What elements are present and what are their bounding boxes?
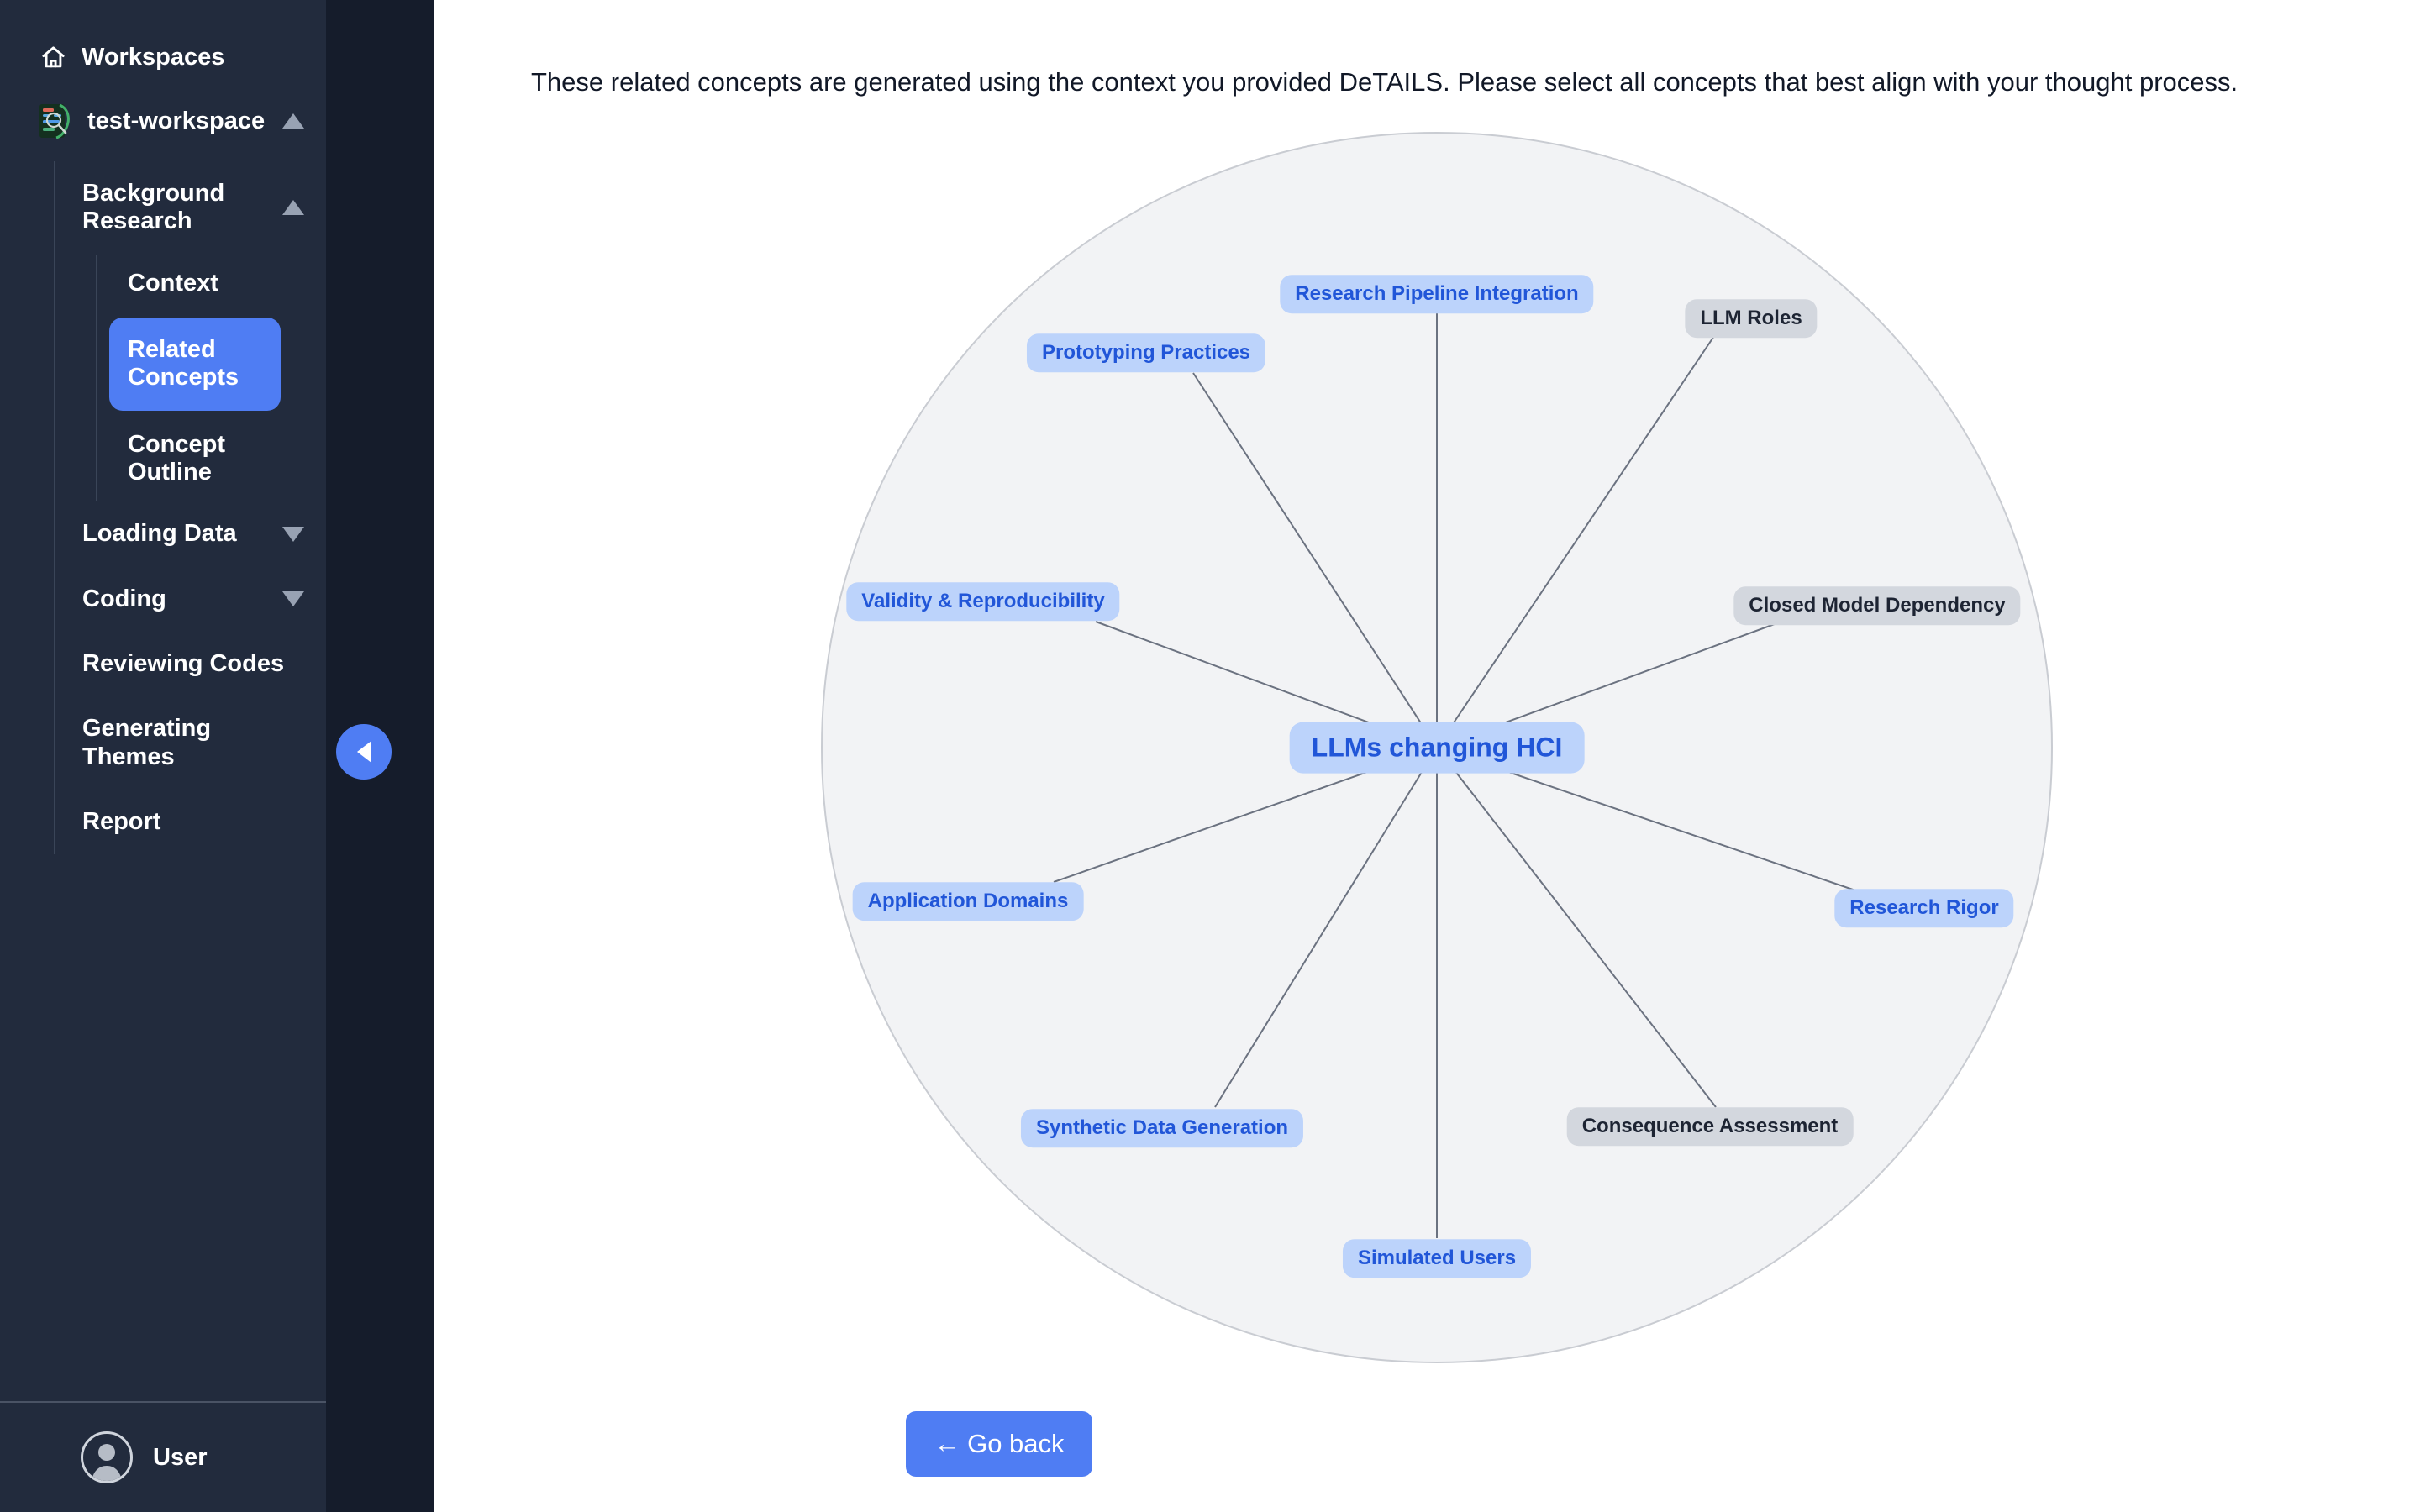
sidebar-item-context[interactable]: Context <box>97 255 326 312</box>
concept-edge <box>1214 747 1438 1108</box>
concept-node-center[interactable]: LLMs changing HCI <box>1289 722 1585 774</box>
concept-node[interactable]: Consequence Assessment <box>1566 1107 1854 1146</box>
concept-node[interactable]: Research Pipeline Integration <box>1280 275 1594 313</box>
sidebar-workspaces-label: Workspaces <box>82 43 225 71</box>
user-name-label: User <box>153 1443 208 1471</box>
sidebar-section-coding[interactable]: Coding <box>55 567 326 632</box>
concept-node[interactable]: Research Rigor <box>1834 889 2014 927</box>
sidebar-item-workspaces[interactable]: Workspaces <box>0 34 326 81</box>
concept-node[interactable]: Simulated Users <box>1342 1239 1532 1278</box>
sidebar-subitems-background-research: Context Related Concepts Concept Outline <box>96 254 326 502</box>
sidebar-item-label: Context <box>128 269 218 297</box>
workspace-name: test-workspace <box>87 107 266 134</box>
sidebar-nav-list: Workspaces <box>0 0 326 1401</box>
sidebar-workspace-row[interactable]: test-workspace <box>0 81 326 161</box>
concept-edge <box>1436 335 1715 748</box>
caret-up-icon[interactable] <box>282 200 304 216</box>
user-profile-row[interactable]: User <box>0 1431 326 1483</box>
main-content: These related concepts are generated usi… <box>434 0 2420 1512</box>
sidebar-item-label: Concept Outline <box>128 430 225 486</box>
sidebar-section-label: Loading Data <box>82 520 237 548</box>
concept-edge <box>1436 747 1717 1108</box>
sidebar-section-generating-themes[interactable]: Generating Themes <box>55 696 326 790</box>
caret-down-icon[interactable] <box>282 527 304 543</box>
go-back-button[interactable]: ← Go back <box>906 1411 1092 1477</box>
sidebar-section-label: Coding <box>82 585 166 612</box>
sidebar-section-label: Background Research <box>82 180 225 235</box>
concept-edge <box>1192 372 1438 748</box>
concept-node[interactable]: Validity & Reproducibility <box>846 582 1120 621</box>
sidebar-section-report[interactable]: Report <box>55 790 326 854</box>
concept-node[interactable]: LLM Roles <box>1685 299 1818 338</box>
concept-node[interactable]: Prototyping Practices <box>1026 333 1266 372</box>
concept-node[interactable]: Application Domains <box>852 882 1084 921</box>
sidebar-item-label: Related Concepts <box>128 336 239 391</box>
home-icon <box>40 45 66 71</box>
sidebar-section-label: Report <box>82 808 161 836</box>
sidebar-item-concept-outline[interactable]: Concept Outline <box>97 416 326 502</box>
sidebar-section-reviewing-codes[interactable]: Reviewing Codes <box>55 632 326 696</box>
details-logo-icon <box>39 102 76 139</box>
sidebar-section-loading-data[interactable]: Loading Data <box>55 501 326 566</box>
avatar-icon <box>81 1431 133 1483</box>
page-prompt: These related concepts are generated usi… <box>531 67 2238 97</box>
concept-node[interactable]: Synthetic Data Generation <box>1020 1109 1304 1147</box>
sidebar-item-related-concepts[interactable]: Related Concepts <box>109 318 281 411</box>
concept-node[interactable]: Closed Model Dependency <box>1733 586 2021 625</box>
sidebar-section-background-research[interactable]: Background Research <box>55 161 326 255</box>
caret-up-icon[interactable] <box>282 113 304 129</box>
chevron-left-icon <box>356 741 371 763</box>
sidebar-container: Workspaces <box>0 0 434 1512</box>
sidebar-section-label: Generating Themes <box>82 715 212 770</box>
sidebar-group-background-research: Background Research Context Related Conc… <box>54 161 326 855</box>
sidebar-footer: User <box>0 1401 326 1512</box>
sidebar-collapse-button[interactable] <box>336 724 392 780</box>
sidebar-section-label: Reviewing Codes <box>82 650 285 678</box>
sidebar: Workspaces <box>0 0 326 1512</box>
caret-down-icon[interactable] <box>282 591 304 607</box>
